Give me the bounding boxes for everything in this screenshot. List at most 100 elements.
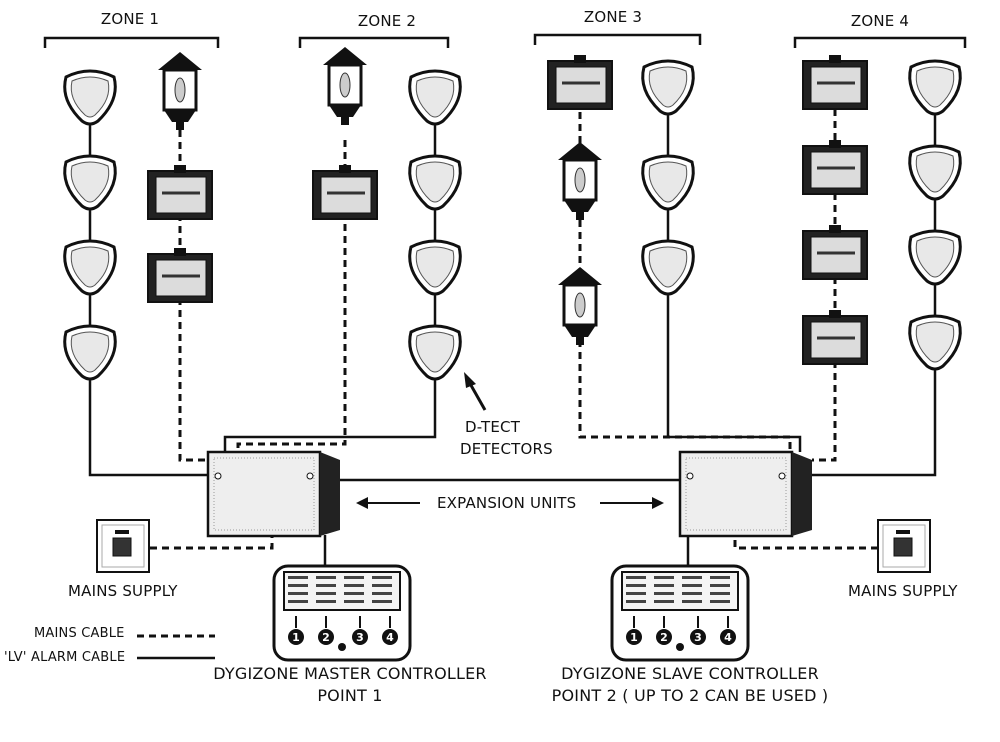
display-text [626, 584, 646, 587]
floodlight-icon [147, 165, 213, 220]
detector-icon [641, 239, 695, 296]
display-text [626, 600, 646, 603]
floodlight-icon [802, 225, 868, 280]
display-text [710, 576, 730, 579]
detector-icon [641, 154, 695, 211]
detector-icon [908, 144, 962, 201]
button-number: 3 [356, 631, 364, 644]
display-text [288, 592, 308, 595]
button-number: 3 [694, 631, 702, 644]
lantern-icon [558, 267, 602, 345]
detector-label-2: DETECTORS [460, 440, 553, 458]
zone-3-bracket [533, 33, 702, 45]
slave-controller-point: POINT 2 ( UP TO 2 CAN BE USED ) [551, 686, 829, 705]
floodlight-icon [547, 55, 613, 110]
zone-2-bracket [298, 36, 450, 48]
zone-2-label: ZONE 2 [357, 12, 417, 30]
display-text [344, 600, 364, 603]
zone-4-lv-cable [812, 85, 937, 477]
display-text [654, 592, 674, 595]
zone-1-mains-cable [178, 130, 210, 462]
detector-icon [408, 69, 462, 126]
display-text [710, 600, 730, 603]
mains-supply-left-label: MAINS SUPPLY [68, 582, 178, 600]
legend-mains-cable: MAINS CABLE [34, 626, 125, 641]
zone-1-label: ZONE 1 [100, 10, 160, 28]
detector-icon [63, 154, 117, 211]
lantern-icon [158, 52, 202, 130]
expansion-arrows-icon [356, 497, 664, 509]
mains-supply-left-cable [150, 535, 274, 550]
button-number: 1 [292, 631, 300, 644]
detector-icon [408, 324, 462, 381]
controller-button-2[interactable]: 2 [318, 629, 334, 645]
floodlight-icon [147, 248, 213, 303]
zone-4-label: ZONE 4 [850, 12, 910, 30]
zone-3-label: ZONE 3 [583, 8, 643, 26]
detector-icon [641, 59, 695, 116]
controller-button-1[interactable]: 1 [288, 629, 304, 645]
wall-switch-right [877, 519, 931, 573]
detector-icon [908, 314, 962, 371]
wall-switch-left [96, 519, 150, 573]
controller-button-3[interactable]: 3 [690, 629, 706, 645]
detector-icon [908, 59, 962, 116]
display-text [710, 592, 730, 595]
lantern-icon [558, 142, 602, 220]
expansion-unit-left [206, 450, 340, 538]
slave-controller-title: DYGIZONE SLAVE CONTROLLER [561, 664, 819, 683]
expansion-unit-right [678, 450, 812, 538]
display-text [372, 600, 392, 603]
arrow-icon [464, 372, 487, 411]
expansion-units-label: EXPANSION UNITS [437, 494, 577, 512]
button-number: 4 [724, 631, 732, 644]
slave-controller[interactable]: 1 2 3 4 [610, 564, 750, 662]
controller-button-4[interactable]: 4 [720, 629, 736, 645]
display-text [344, 576, 364, 579]
master-controller-title: DYGIZONE MASTER CONTROLLER [213, 664, 487, 683]
display-text [372, 592, 392, 595]
mains-supply-right-label: MAINS SUPPLY [848, 582, 958, 600]
controller-button-3[interactable]: 3 [352, 629, 368, 645]
legend-lv-cable: 'LV' ALARM CABLE [4, 650, 126, 665]
zone-2-lv-cable [223, 95, 437, 452]
controller-button-1[interactable]: 1 [626, 629, 642, 645]
detector-icon [63, 324, 117, 381]
display-text [682, 592, 702, 595]
floodlight-icon [802, 140, 868, 195]
button-number: 2 [660, 631, 668, 644]
display-text [344, 592, 364, 595]
zone-1-lv-cable [88, 95, 210, 477]
zone-1-bracket [43, 36, 220, 48]
floodlight-icon [802, 310, 868, 365]
detector-icon [408, 154, 462, 211]
display-text [344, 584, 364, 587]
detector-icon [63, 239, 117, 296]
button-number: 4 [386, 631, 394, 644]
controller-button-2[interactable]: 2 [656, 629, 672, 645]
zone-4-mains-cable [812, 85, 837, 462]
display-text [710, 584, 730, 587]
display-text [654, 576, 674, 579]
display-text [288, 576, 308, 579]
display-text [316, 584, 336, 587]
display-text [316, 600, 336, 603]
detector-icon [408, 239, 462, 296]
display-text [654, 600, 674, 603]
display-text [288, 584, 308, 587]
detector-icon [63, 69, 117, 126]
display-text [626, 576, 646, 579]
display-text [288, 600, 308, 603]
display-text [316, 576, 336, 579]
detector-icon [908, 229, 962, 286]
display-text [372, 584, 392, 587]
controller-button-4[interactable]: 4 [382, 629, 398, 645]
display-text [682, 584, 702, 587]
master-controller[interactable]: 1 2 3 4 [272, 564, 412, 662]
zone-2-mains-cable [236, 140, 347, 452]
detector-label-1: D-TECT [465, 418, 521, 436]
display-text [316, 592, 336, 595]
button-number: 1 [630, 631, 638, 644]
